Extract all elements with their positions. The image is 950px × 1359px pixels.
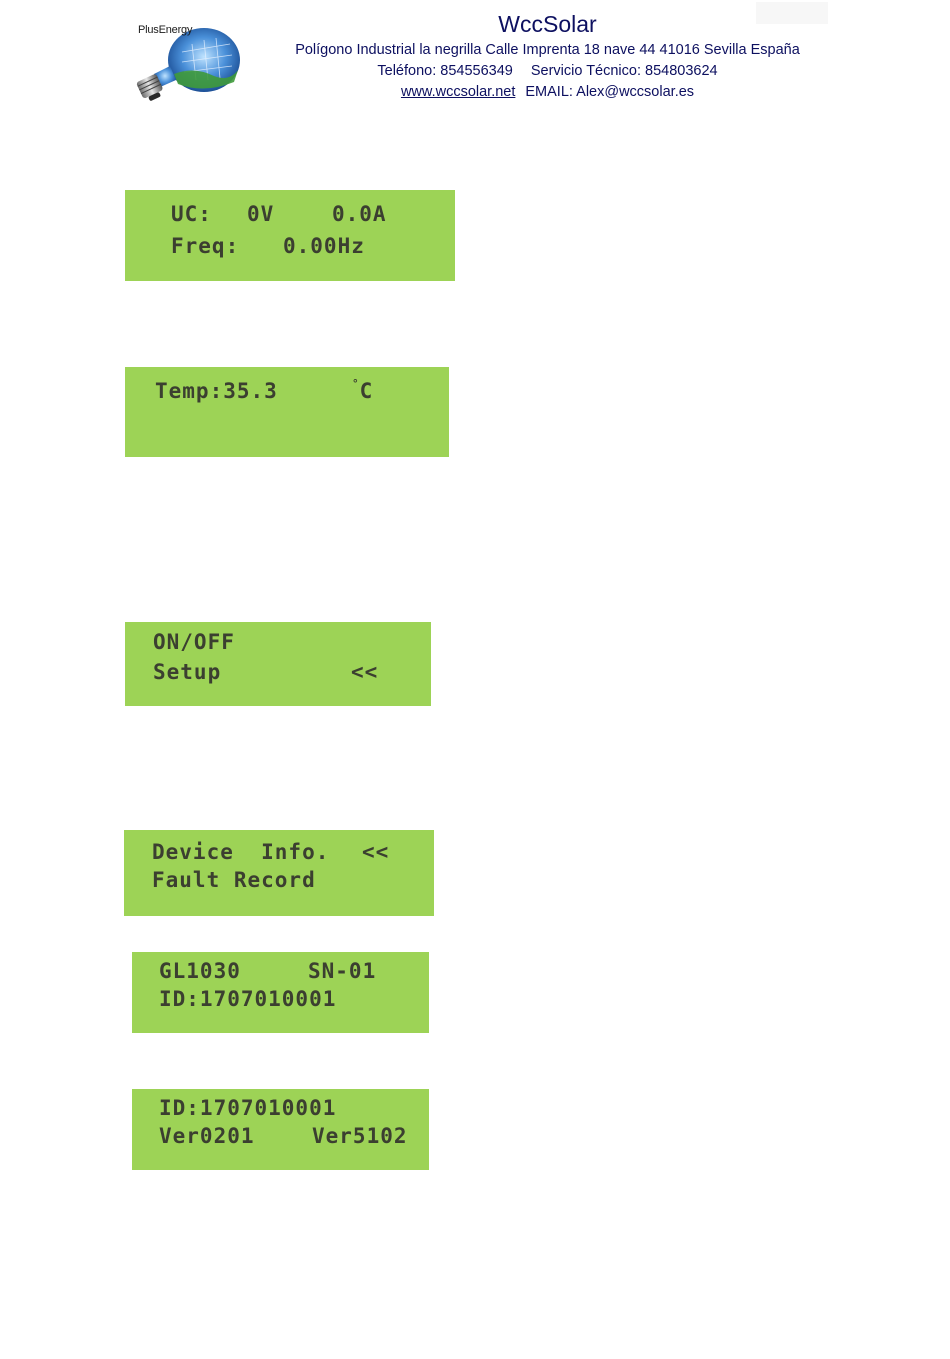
vc-voltage: 0V (247, 202, 275, 226)
menu-item-device-info: Device Info. (152, 840, 330, 864)
selection-arrow-icon: << (362, 840, 390, 864)
logo-brand-text: PlusEnergy (138, 24, 193, 36)
company-name: WccSolar (498, 11, 597, 37)
lcd-device-menu: Device Info. << Fault Record (124, 830, 434, 916)
freq-value: 0.00Hz (283, 234, 365, 258)
service-phone: Servicio Técnico: 854803624 (530, 63, 718, 79)
lcd-grid-status: UC: 0V 0.0A Freq: 0.00Hz (125, 190, 455, 281)
phone-number: Teléfono: 854556349 (377, 63, 513, 79)
selection-arrow-icon: << (351, 660, 379, 684)
freq-label: Freq: (171, 234, 240, 258)
lcd-temperature: Temp:35.3 °C (125, 367, 449, 457)
lcd-onoff-menu: ON/OFF Setup << (125, 622, 431, 706)
menu-item-fault-record: Fault Record (152, 868, 316, 892)
lcd-version-info: ID:1707010001 Ver0201 Ver5102 (132, 1089, 429, 1170)
email-text: EMAIL: Alex@wccsolar.es (525, 84, 695, 100)
firmware-version-2: Ver5102 (312, 1124, 408, 1148)
vc-current: 0.0A (332, 202, 387, 226)
menu-item-onoff: ON/OFF (153, 630, 235, 654)
header-corner-box (756, 2, 828, 24)
model-name: GL1030 (159, 959, 241, 983)
web-contact: www.wccsolar.net EMAIL: Alex@wccsolar.es (260, 82, 835, 103)
menu-item-setup: Setup (153, 660, 222, 684)
unit-letter: C (359, 379, 374, 403)
contact-phones: Teléfono: 854556349 Servicio Técnico: 854… (260, 61, 835, 82)
temperature-reading: Temp:35.3 (155, 379, 278, 403)
degree-symbol: ° (352, 377, 360, 390)
company-logo: PlusEnergy (134, 22, 246, 102)
vc-label: UC: (171, 202, 212, 226)
website-link[interactable]: www.wccsolar.net (400, 84, 516, 100)
firmware-version-1: Ver0201 (159, 1124, 255, 1148)
company-address: Polígono Industrial la negrilla Calle Im… (295, 42, 800, 58)
serial-number: SN-01 (308, 959, 377, 983)
device-id: ID:1707010001 (159, 987, 337, 1011)
lcd-model-info: GL1030 SN-01 ID:1707010001 (132, 952, 429, 1033)
device-id: ID:1707010001 (159, 1096, 337, 1120)
lightbulb-solar-icon (136, 28, 240, 101)
company-header: WccSolar Polígono Industrial la negrilla… (260, 8, 835, 103)
temperature-unit: °C (352, 377, 374, 403)
